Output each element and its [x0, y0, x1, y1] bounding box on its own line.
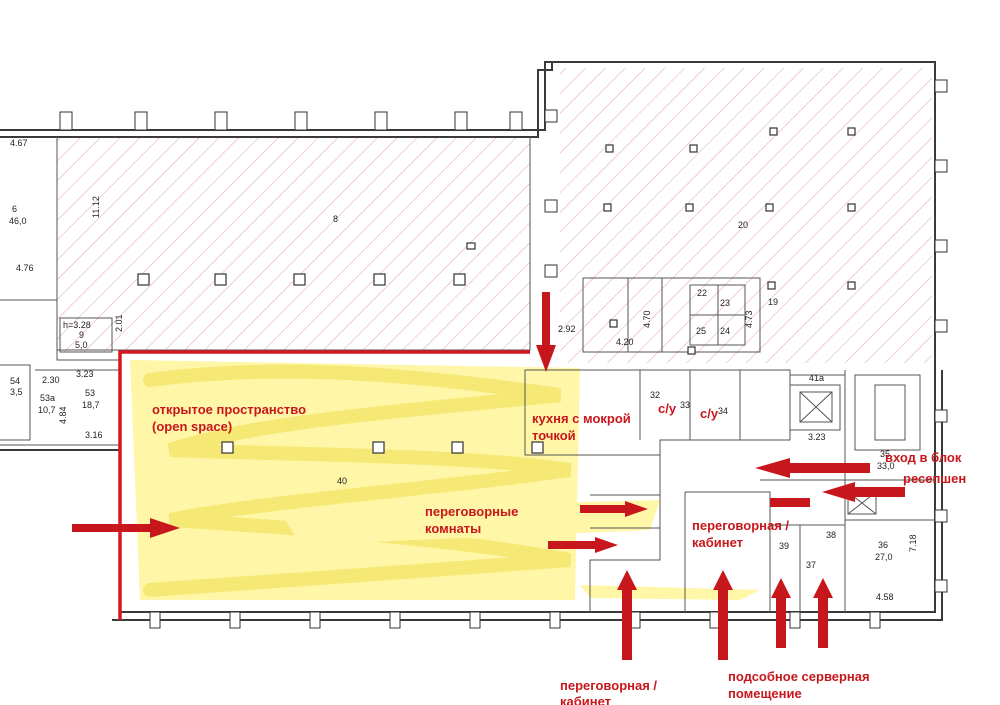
label-34: 34	[718, 406, 728, 416]
annotation-kitchen-1: кухня с мокрой	[532, 411, 631, 426]
label-25: 25	[696, 326, 706, 336]
label-20: 20	[738, 220, 748, 230]
label-33-0: 33,0	[877, 461, 895, 471]
label-35: 35	[880, 449, 890, 459]
label-3-23-left: 3.23	[76, 369, 94, 379]
label-4-67: 4.67	[10, 138, 28, 148]
annotation-utility-1: подсобное серверная	[728, 669, 870, 684]
label-38: 38	[826, 530, 836, 540]
label-18-7: 18,7	[82, 400, 100, 410]
annotation-wc-2: с/у	[700, 406, 719, 421]
annotation-meeting-office-2: кабинет	[692, 535, 743, 550]
label-2-92: 2.92	[558, 324, 576, 334]
label-4-70: 4.70	[642, 310, 652, 328]
annotation-meeting-office-bottom-1: переговорная /	[560, 678, 657, 693]
label-7-18: 7.18	[908, 534, 918, 552]
annotation-entrance-2: ресепшен	[903, 471, 966, 486]
label-9: 9	[79, 330, 84, 340]
label-22: 22	[697, 288, 707, 298]
annotation-meeting-rooms-2: комнаты	[425, 521, 481, 536]
label-32: 32	[650, 390, 660, 400]
label-54: 54	[10, 376, 20, 386]
annotation-wc-1: с/у	[658, 401, 677, 416]
red-arrows	[72, 292, 905, 660]
label-4-84: 4.84	[58, 406, 68, 424]
label-3-5: 3,5	[10, 387, 23, 397]
hatched-room-20	[560, 68, 932, 363]
label-3-16: 3.16	[85, 430, 103, 440]
annotation-meeting-rooms-1: переговорные	[425, 504, 518, 519]
label-5-0: 5,0	[75, 340, 88, 350]
label-27-0: 27,0	[875, 552, 893, 562]
annotation-meeting-office-bottom-2: кабинет	[560, 694, 611, 705]
annotation-open-space-ru: открытое пространство	[152, 402, 306, 417]
label-4-76: 4.76	[16, 263, 34, 273]
annotation-meeting-office-1: переговорная /	[692, 518, 789, 533]
label-53: 53	[85, 388, 95, 398]
label-6: 6	[12, 204, 17, 214]
annotation-utility-2: помещение	[728, 686, 802, 701]
structural-columns	[137, 127, 856, 454]
label-40: 40	[337, 476, 347, 486]
label-4-73: 4.73	[744, 310, 754, 328]
label-10-7: 10,7	[38, 405, 56, 415]
label-8: 8	[333, 214, 338, 224]
label-41a: 41а	[809, 373, 824, 383]
label-46-0: 46,0	[9, 216, 27, 226]
label-33: 33	[680, 400, 690, 410]
room-labels: 4.67 6 46,0 4.76 11.12 8 2.01 h=3.28 9 5…	[9, 138, 918, 602]
label-4-20: 4.20	[616, 337, 634, 347]
label-37: 37	[806, 560, 816, 570]
label-4-58: 4.58	[876, 592, 894, 602]
label-36: 36	[878, 540, 888, 550]
label-11-12: 11.12	[91, 196, 101, 218]
label-53a: 53а	[40, 393, 55, 403]
annotation-open-space-en: (open space)	[152, 419, 232, 434]
label-39: 39	[779, 541, 789, 551]
interior-walls	[0, 137, 935, 612]
hatched-room-8	[57, 137, 530, 352]
label-2-01: 2.01	[114, 314, 124, 332]
window-notches	[59, 79, 948, 629]
annotation-kitchen-2: точкой	[532, 428, 576, 443]
label-19: 19	[768, 297, 778, 307]
label-23: 23	[720, 298, 730, 308]
open-space-highlight	[130, 360, 760, 600]
label-24: 24	[720, 326, 730, 336]
annotation-entrance-1: вход в блок	[885, 450, 962, 465]
annotations: открытое пространство (open space) кухня…	[152, 401, 966, 705]
label-h: h=3.28	[63, 320, 91, 330]
label-3-23-right: 3.23	[808, 432, 826, 442]
label-2-30: 2.30	[42, 375, 60, 385]
